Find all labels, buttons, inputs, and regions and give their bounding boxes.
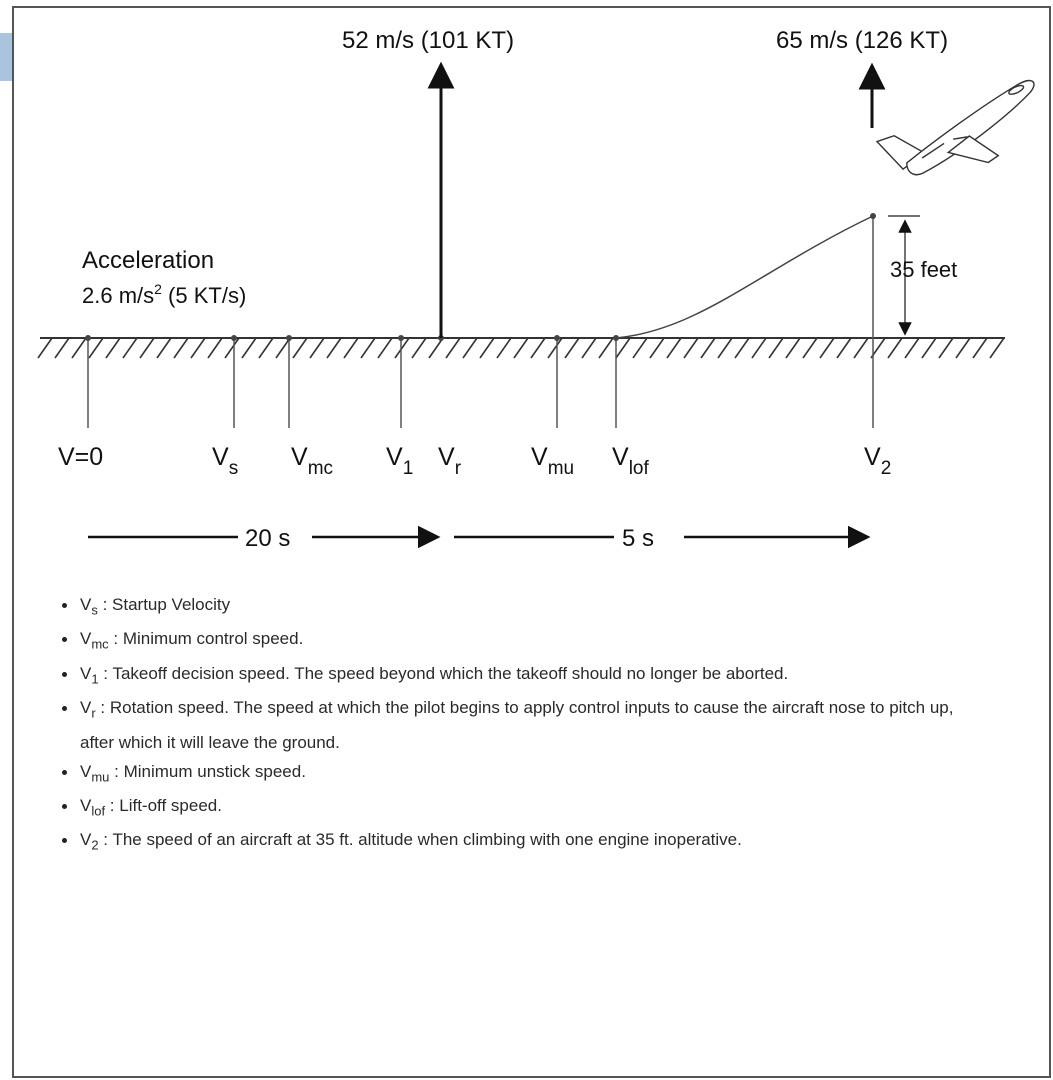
ground-hatch-stroke — [462, 337, 478, 359]
marker-label-v1: V1 — [386, 443, 413, 479]
speed-markers: V=0 Vs Vmc V1 Vr Vmu Vlof V2 — [58, 213, 891, 479]
ground-hatch-stroke — [666, 337, 682, 359]
ground-hatch-stroke — [513, 337, 529, 359]
ground-hatch-stroke — [54, 337, 70, 359]
marker-dot-vs — [231, 335, 237, 341]
legend-item-vs: Vs : Startup Velocity — [62, 590, 962, 624]
ground-hatch-stroke — [683, 337, 699, 359]
marker-dot-vmc — [286, 335, 292, 341]
marker-label-vmc: Vmc — [291, 443, 333, 479]
ground-hatch-stroke — [972, 337, 988, 359]
ground-hatch-stroke — [768, 337, 784, 359]
marker-label-vlof: Vlof — [612, 443, 649, 479]
ground-hatch-stroke — [292, 337, 308, 359]
ground-hatch-stroke — [122, 337, 138, 359]
ground-hatch-stroke — [224, 337, 240, 359]
v2-speed-label: 65 m/s (126 KT) — [776, 27, 948, 54]
ground-hatch-stroke — [887, 337, 903, 359]
ground-hatch-stroke — [258, 337, 274, 359]
marker-label-v2: V2 — [864, 443, 891, 479]
ground-hatch-stroke — [71, 337, 87, 359]
ground-hatch-stroke — [700, 337, 716, 359]
ground-hatch-stroke — [632, 337, 648, 359]
ground-hatch-stroke — [921, 337, 937, 359]
ground-hatch-stroke — [615, 337, 631, 359]
ground-hatch-stroke — [309, 337, 325, 359]
ground-hatch-stroke — [853, 337, 869, 359]
legend-item-vmu: Vmu : Minimum unstick speed. — [62, 757, 962, 791]
ground-hatch-stroke — [581, 337, 597, 359]
legend-item-vmc: Vmc : Minimum control speed. — [62, 624, 962, 658]
ground-hatch-stroke — [190, 337, 206, 359]
ground-hatch-stroke — [156, 337, 172, 359]
ground-hatch-stroke — [955, 337, 971, 359]
legend-item-vr: Vr : Rotation speed. The speed at which … — [62, 693, 962, 756]
ground-hatch-stroke — [173, 337, 189, 359]
acceleration-title: Acceleration — [82, 247, 214, 274]
duration-label-20s: 20 s — [245, 525, 290, 552]
marker-label-vs: Vs — [212, 443, 238, 479]
height-label: 35 feet — [890, 257, 957, 282]
ground-hatch-stroke — [717, 337, 733, 359]
marker-label-vr: Vr — [438, 443, 462, 479]
legend-item-vlof: Vlof : Lift-off speed. — [62, 791, 962, 825]
marker-label-vmu: Vmu — [531, 443, 574, 479]
ground-hatch-stroke — [275, 337, 291, 359]
marker-dot-v1 — [398, 335, 404, 341]
marker-dot-vmu — [554, 335, 560, 341]
ground-hatch-stroke — [547, 337, 563, 359]
ground-hatch-stroke — [751, 337, 767, 359]
ground-hatch-stroke — [819, 337, 835, 359]
ground-hatch-stroke — [207, 337, 223, 359]
ground-hatch-stroke — [989, 337, 1005, 359]
vr-speed-label: 52 m/s (101 KT) — [342, 27, 514, 54]
ground-hatch-stroke — [88, 337, 104, 359]
ground-hatch-stroke — [734, 337, 750, 359]
ground-hatch-stroke — [649, 337, 665, 359]
marker-label-v0: V=0 — [58, 443, 103, 471]
ground-hatch-stroke — [326, 337, 342, 359]
speed-definitions-list: Vs : Startup Velocity Vmc : Minimum cont… — [62, 590, 962, 860]
ground-hatch-stroke — [445, 337, 461, 359]
ground-hatch-stroke — [785, 337, 801, 359]
ground-hatch-stroke — [564, 337, 580, 359]
figure-frame — [12, 6, 1051, 1078]
ground-hatch-stroke — [105, 337, 121, 359]
legend-item-v2: V2 : The speed of an aircraft at 35 ft. … — [62, 825, 962, 859]
ground-hatch-stroke — [938, 337, 954, 359]
airplane-icon — [875, 79, 1035, 176]
ground-hatch-stroke — [139, 337, 155, 359]
slide-corner-tab — [0, 33, 12, 81]
duration-label-5s: 5 s — [622, 525, 654, 552]
ground-hatch-stroke — [496, 337, 512, 359]
ground-hatch-stroke — [377, 337, 393, 359]
ground-hatch-stroke — [360, 337, 376, 359]
ground-hatch-stroke — [530, 337, 546, 359]
ground-hatch-stroke — [802, 337, 818, 359]
ground-hatch-stroke — [343, 337, 359, 359]
ground-hatch-stroke — [836, 337, 852, 359]
ground-hatch-stroke — [598, 337, 614, 359]
ground-hatching — [37, 337, 1005, 359]
legend-item-v1: V1 : Takeoff decision speed. The speed b… — [62, 659, 962, 693]
ground-hatch-stroke — [37, 337, 53, 359]
climb-trajectory — [615, 215, 874, 339]
acceleration-value: 2.6 m/s2 (5 KT/s) — [82, 281, 246, 308]
ground-hatch-stroke — [904, 337, 920, 359]
ground-hatch-stroke — [394, 337, 410, 359]
ground-hatch-stroke — [241, 337, 257, 359]
marker-dot-v0 — [85, 335, 91, 341]
ground-hatch-stroke — [479, 337, 495, 359]
ground-hatch-stroke — [428, 337, 444, 359]
ground-hatch-stroke — [411, 337, 427, 359]
